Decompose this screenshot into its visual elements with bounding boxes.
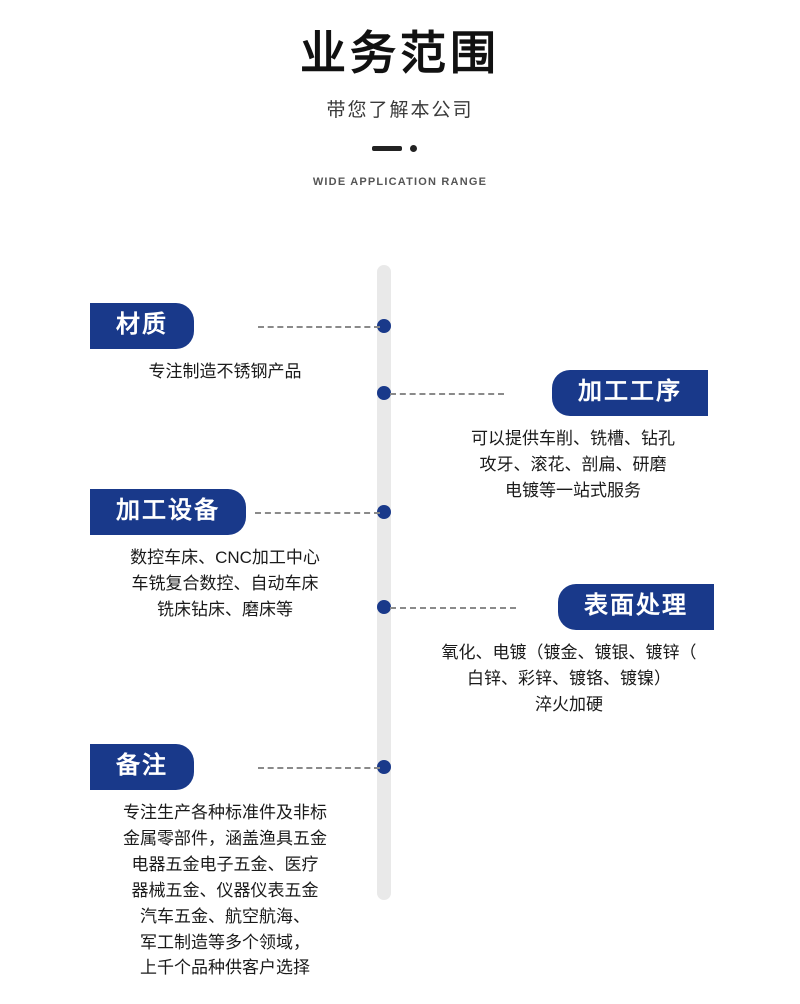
section-remark-label[interactable]: 备注 [90,744,194,791]
timeline-node-4 [377,600,391,614]
page-header: 业务范围 带您了解本公司 WIDE APPLICATION RANGE [0,0,800,188]
section-material-description: 专注制造不锈钢产品 [148,362,302,382]
section-equipment-label[interactable]: 加工设备 [90,489,246,536]
section-remark-description: 专注生产各种标准件及非标 金属零部件，涵盖渔具五金 电器五金电子五金、医疗 器械… [123,803,327,978]
connector-line-1 [258,326,380,328]
page-title: 业务范围 [300,27,500,79]
connector-line-5 [258,767,380,769]
section-surface-treatment-description: 氧化、电镀（镀金、镀银、镀锌（ 白锌、彩锌、镀铬、镀镍） 淬火加硬 [441,643,697,715]
section-remark[interactable]: 备注 专注生产各种标准件及非标 金属零部件，涵盖渔具五金 电器五金电子五金、医疗… [90,744,360,981]
timeline-node-5 [377,760,391,774]
page-subtitle: 带您了解本公司 [326,100,474,122]
section-surface-treatment-label[interactable]: 表面处理 [558,584,714,631]
connector-line-3 [255,512,380,514]
section-process-description: 可以提供车削、铣槽、钻孔 攻牙、滚花、剖扁、研磨 电镀等一站式服务 [471,429,675,501]
divider-bar-icon [372,146,402,152]
page-title-english: WIDE APPLICATION RANGE [312,176,488,189]
section-equipment[interactable]: 加工设备 数控车床、CNC加工中心 车铣复合数控、自动车床 铣床钻床、磨床等 [90,489,360,623]
section-process-label[interactable]: 加工工序 [552,370,708,417]
timeline-track [377,265,391,900]
divider-dot-icon [410,145,417,153]
connector-line-4 [390,607,516,609]
timeline-node-1 [377,319,391,333]
section-equipment-description: 数控车床、CNC加工中心 车铣复合数控、自动车床 铣床钻床、磨床等 [130,548,320,620]
timeline-node-2 [377,386,391,400]
timeline-node-3 [377,505,391,519]
section-material-label[interactable]: 材质 [90,303,194,350]
divider-ornament [370,142,430,154]
section-process[interactable]: 加工工序 可以提供车削、铣槽、钻孔 攻牙、滚花、剖扁、研磨 电镀等一站式服务 [438,370,708,504]
section-surface-treatment[interactable]: 表面处理 氧化、电镀（镀金、镀银、镀锌（ 白锌、彩锌、镀铬、镀镍） 淬火加硬 [424,584,714,718]
section-material[interactable]: 材质 专注制造不锈钢产品 [90,303,360,385]
connector-line-2 [390,393,504,395]
